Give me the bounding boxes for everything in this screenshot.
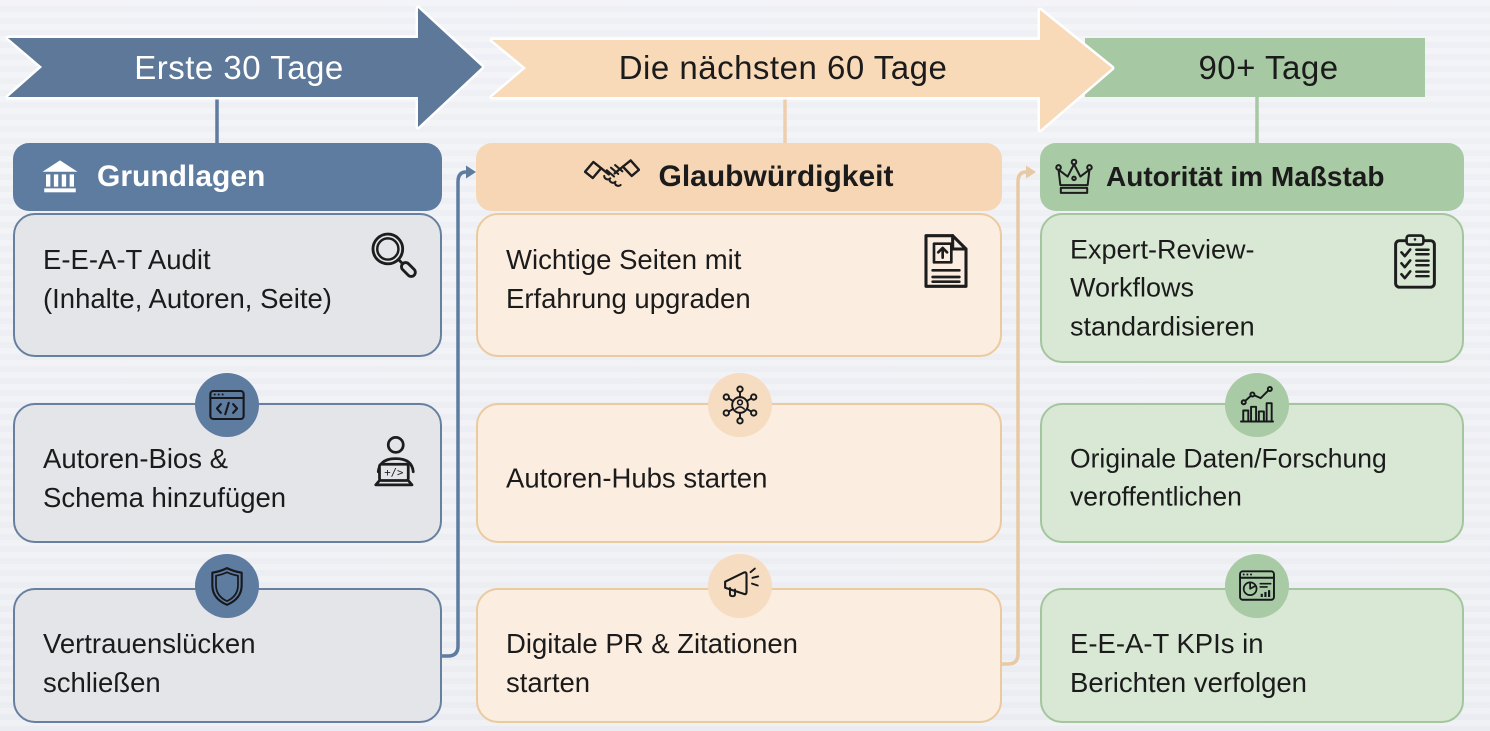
header-grundlagen: Grundlagen — [13, 143, 442, 211]
card-text: E-E-A-T Audit (Inhalte, Autoren, Seite) — [43, 244, 332, 315]
arrow-label-text: Die nächsten 60 Tage — [618, 48, 948, 86]
card-text: Autoren-Hubs starten — [506, 462, 768, 494]
arrow-label-first-30-days: Erste 30 Tage — [60, 38, 418, 97]
arrow-label-text: 90+ Tage — [1198, 48, 1339, 86]
connector-stage-2-3-arrowhead — [1026, 165, 1036, 179]
connector-stage-1-2-arrowhead — [466, 165, 476, 179]
card-text: E-E-A-T KPIs in Berichten verfolgen — [1070, 628, 1307, 699]
megaphone-icon — [708, 554, 772, 618]
stage-3-banner — [1085, 38, 1425, 97]
card-text: Vertrauenslücken schließen — [43, 628, 256, 699]
header-glaubwuerdigkeit: Glaubwürdigkeit — [476, 143, 1002, 211]
header-label: Autorität im Maßstab — [1106, 161, 1385, 192]
shield-icon — [195, 554, 259, 618]
card-expert-review: Expert-Review- Workflows standardisieren — [1040, 213, 1464, 363]
header-label: Glaubwürdigkeit — [658, 160, 894, 193]
svg-text:+/>: +/> — [384, 466, 403, 479]
clipboard-icon — [1384, 231, 1446, 293]
card-wichtige-seiten: Wichtige Seiten mit Erfahrung upgraden — [476, 213, 1002, 357]
header-autoritaet: Autorität im Maßstab — [1040, 143, 1464, 211]
dashboard-icon — [1225, 554, 1289, 618]
arrow-label-text: Erste 30 Tage — [134, 48, 344, 86]
card-eeat-audit: E-E-A-T Audit (Inhalte, Autoren, Seite) — [13, 213, 442, 357]
crown-icon — [1052, 157, 1096, 197]
trend-chart-icon — [1225, 373, 1289, 437]
hub-icon — [708, 373, 772, 437]
arrow-label-90-plus-days: 90+ Tage — [1112, 38, 1425, 97]
card-text: Autoren-Bios & Schema hinzufügen — [43, 443, 287, 514]
magnifier-icon — [362, 227, 424, 289]
stage-2-arrow — [489, 7, 1115, 133]
card-text: Wichtige Seiten mit Erfahrung upgraden — [506, 244, 751, 315]
card-text: Digitale PR & Zitationen starten — [506, 628, 798, 699]
connector-stage-1-2 — [442, 170, 468, 658]
person-laptop-icon: +/> — [362, 433, 422, 493]
header-label: Grundlagen — [97, 160, 266, 193]
doc-upload-icon — [914, 229, 978, 293]
card-autoren-bios: Autoren-Bios & Schema hinzufügen +/> — [13, 403, 442, 543]
card-text: Expert-Review- Workflows standardisieren — [1070, 234, 1255, 342]
code-window-icon — [195, 373, 259, 437]
connector-stage-2-3 — [1002, 170, 1028, 666]
stage-1-arrow — [5, 5, 485, 130]
arrow-label-next-60-days: Die nächsten 60 Tage — [526, 38, 1040, 97]
bank-icon — [39, 156, 81, 198]
card-text: Originale Daten/Forschung veroffentliche… — [1070, 443, 1387, 512]
handshake-icon — [584, 156, 641, 198]
